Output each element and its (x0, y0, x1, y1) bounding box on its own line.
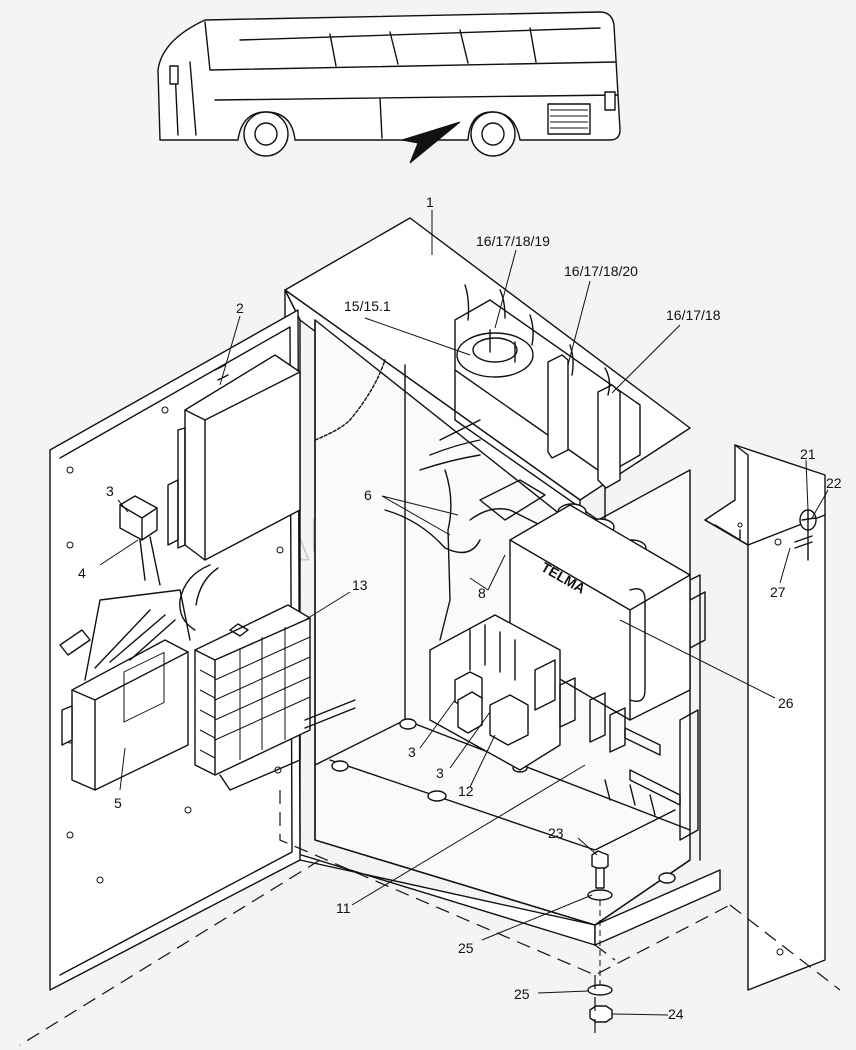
callout-16-17-18: 16/17/18 (666, 307, 721, 323)
callout-8: 8 (478, 585, 486, 601)
callout-2: 2 (236, 300, 244, 316)
leader-lines (99, 210, 829, 1016)
left-door (49, 309, 356, 991)
location-arrow (401, 121, 461, 164)
callout-16-17-18-19: 16/17/18/19 (476, 233, 550, 249)
callout-25-lower: 25 (514, 986, 530, 1002)
callout-12: 12 (458, 783, 474, 799)
callout-6: 6 (364, 487, 372, 503)
right-door (704, 444, 826, 991)
callout-24: 24 (668, 1006, 684, 1022)
callout-3-left: 3 (408, 744, 416, 760)
callout-11: 11 (336, 900, 351, 916)
callout-4: 4 (78, 565, 86, 581)
callout-27: 27 (770, 584, 786, 600)
callout-16-17-18-20: 16/17/18/20 (564, 263, 638, 279)
bus-locator-view (157, 11, 621, 164)
callout-3-right: 3 (436, 765, 444, 781)
callouts: 1 2 3 4 5 6 8 11 12 13 15/15.1 16/17/18/… (78, 194, 842, 1022)
callout-21: 21 (800, 446, 816, 462)
callout-22: 22 (826, 475, 842, 491)
mounting-outline (19, 790, 841, 1046)
callout-3-relay: 3 (106, 483, 114, 499)
callout-23: 23 (548, 825, 564, 841)
callout-1: 1 (426, 194, 434, 210)
callout-25-upper: 25 (458, 940, 474, 956)
callout-15-15-1: 15/15.1 (344, 298, 391, 314)
callout-13: 13 (352, 577, 368, 593)
interior-components: TELMA (384, 284, 706, 861)
callout-5: 5 (114, 795, 122, 811)
callout-26: 26 (778, 695, 794, 711)
